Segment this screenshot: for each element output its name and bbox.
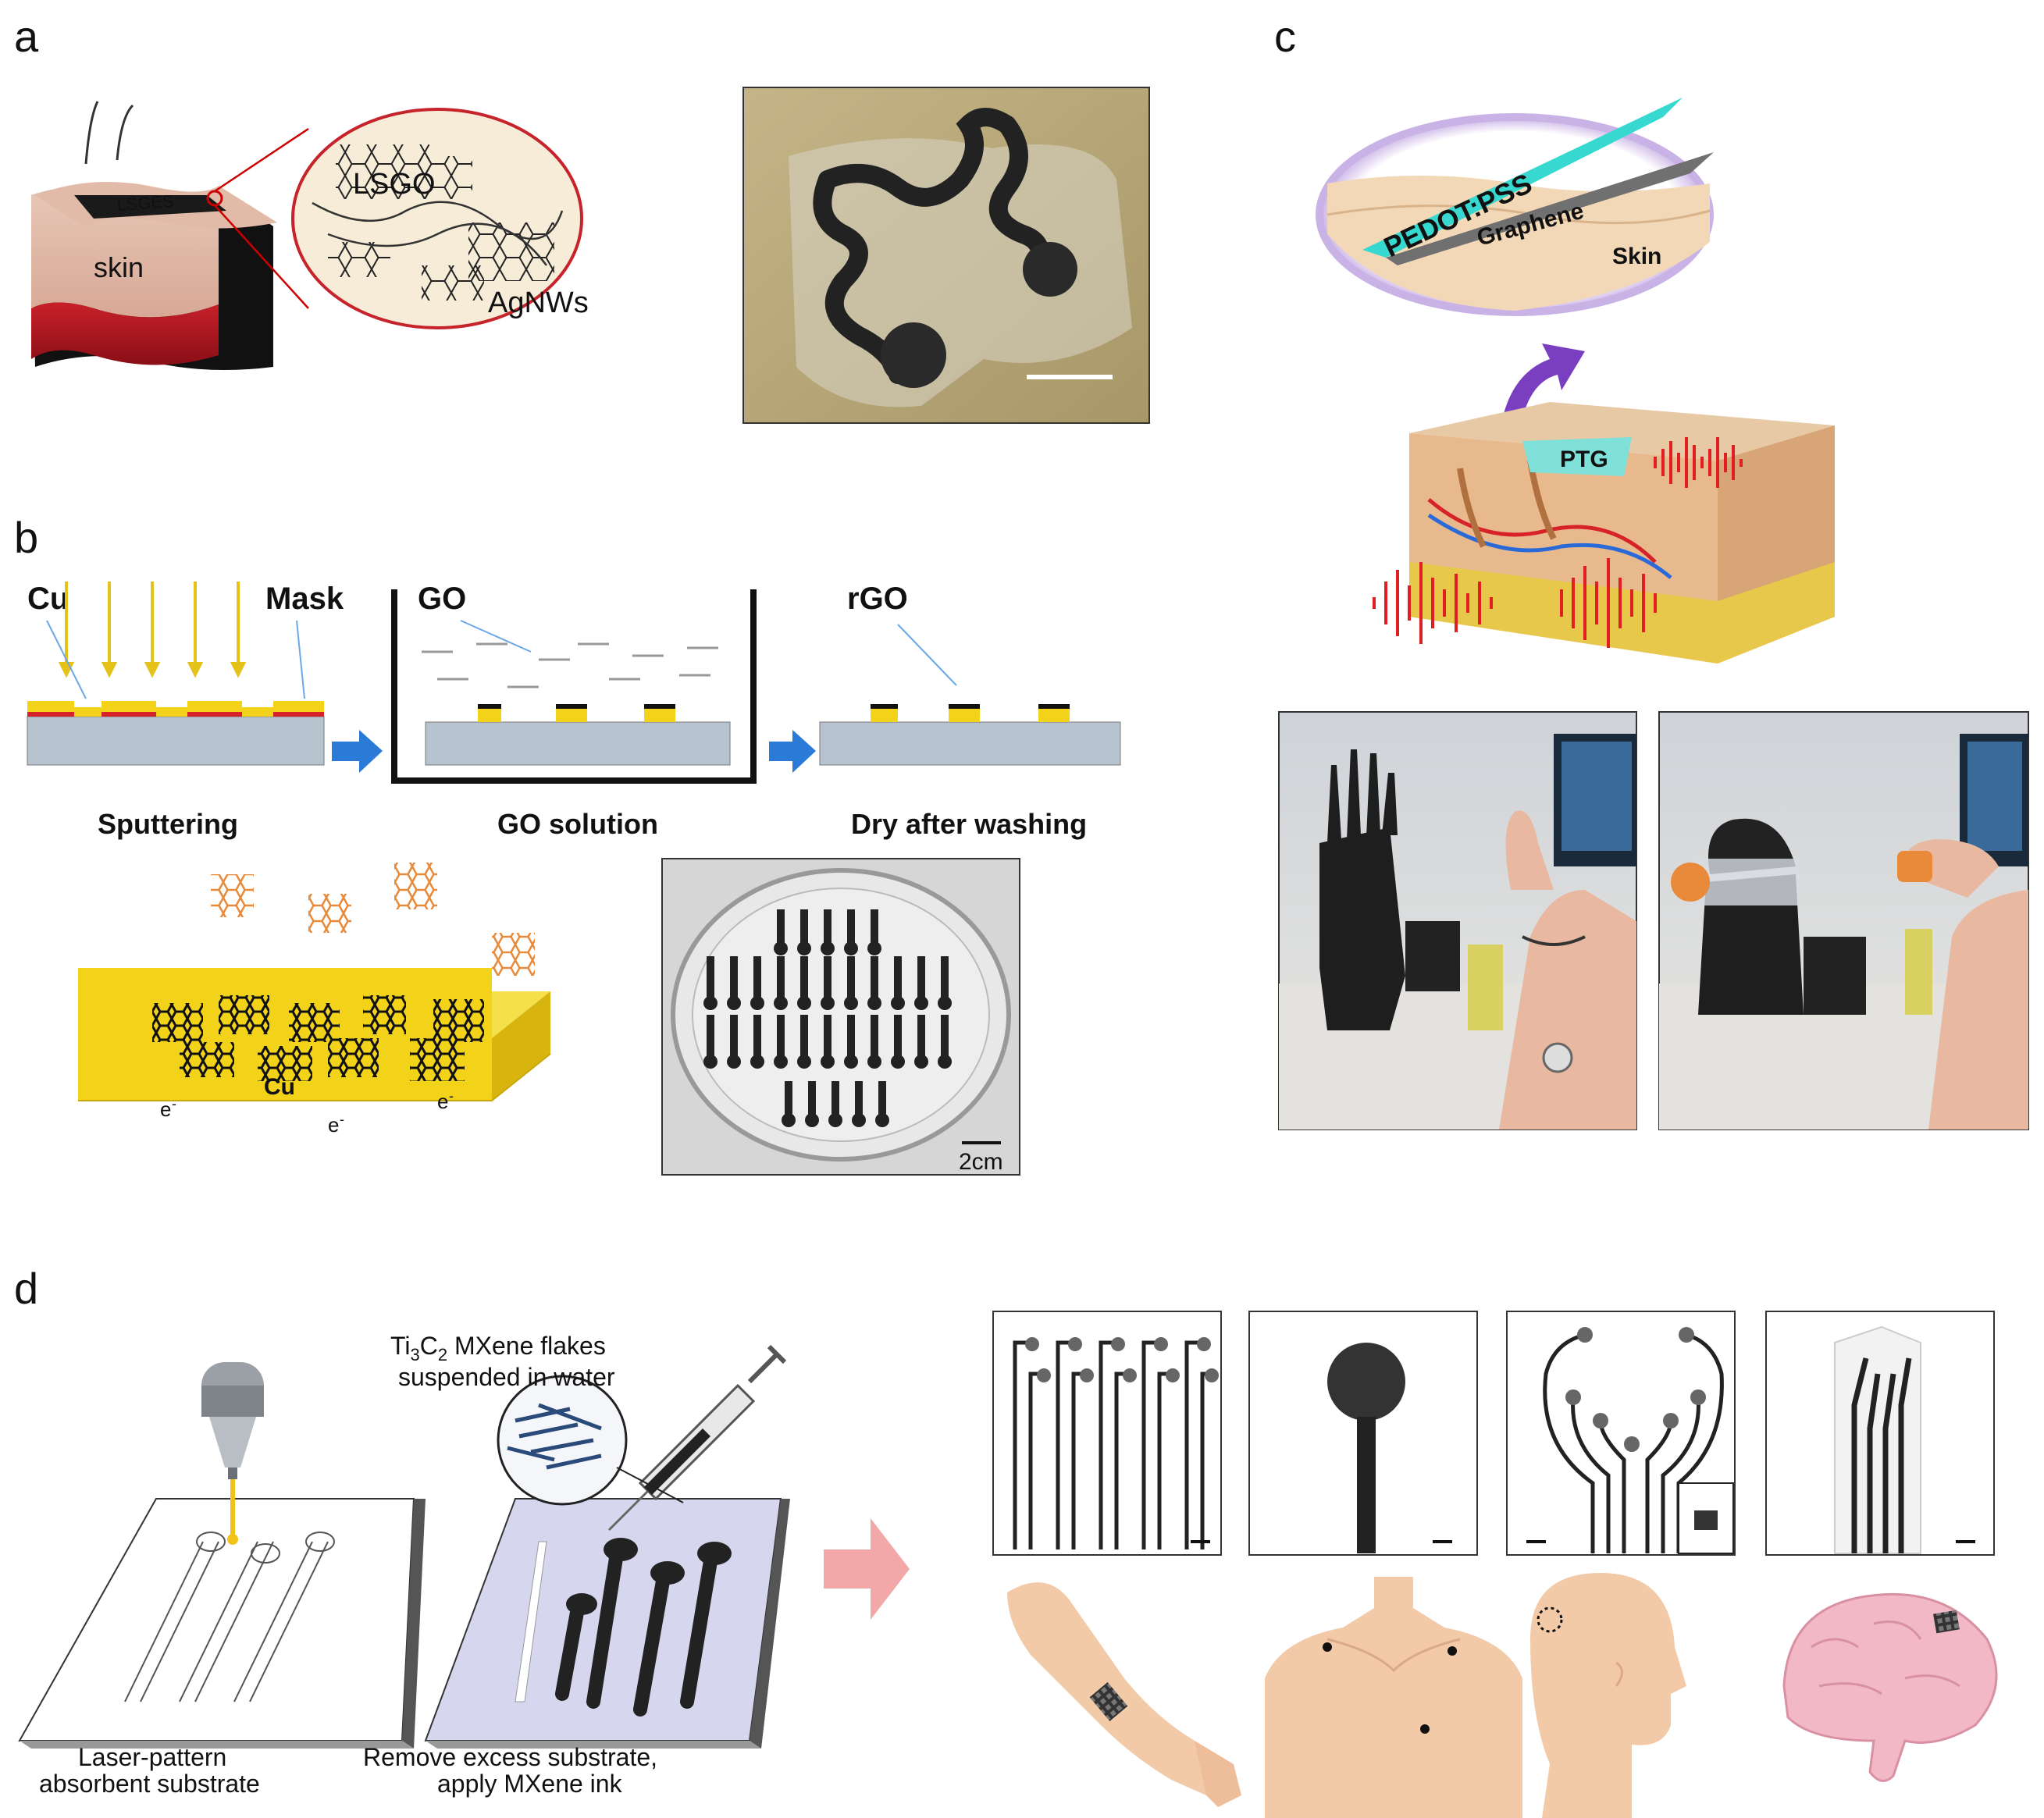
cu-label: Cu (27, 582, 69, 616)
sputtering-step: Cu Mask Sputtering (27, 582, 344, 840)
electron-symbol: e (160, 1098, 171, 1121)
scale-bar-a (1027, 375, 1113, 379)
head-illustration (1530, 1573, 1686, 1818)
dry-step: rGO Dry after washing (819, 582, 1121, 840)
skin-device-block: LSGES skin (31, 101, 309, 370)
arrow-right-icon (332, 730, 383, 773)
electron-charge: - (172, 1096, 176, 1112)
panel-a: a LSGES skin LSGO AgNWs (14, 12, 1150, 424)
arm-illustration (1007, 1582, 1241, 1807)
skin-label: skin (94, 251, 144, 283)
ink-label-line1: Ti3C2 MXene flakes (390, 1332, 606, 1364)
lsgo-label: LSGO (353, 168, 436, 201)
laser-nozzle-icon (201, 1362, 264, 1545)
arrow-right-icon (824, 1518, 910, 1620)
caption-mxene-line2: apply MXene ink (437, 1770, 623, 1798)
electron-symbol: e (328, 1113, 339, 1137)
zoom-ellipse: LSGO AgNWs (291, 108, 589, 329)
scale-bar-b (962, 1141, 1001, 1144)
electrode-array-photo-1 (992, 1311, 1222, 1556)
panel-b-label: b (14, 513, 38, 562)
mask-label: Mask (265, 582, 344, 616)
device-label: LSGES (116, 191, 175, 215)
robot-hand-photo-2 (1658, 711, 2029, 1130)
syringe-icon (607, 1344, 787, 1532)
go-solution-step: GO GO solution (391, 582, 757, 840)
go-label: GO (418, 582, 466, 616)
panel-d-label: d (14, 1264, 38, 1313)
caption-laser-line1: Laser-pattern (78, 1743, 226, 1771)
skin-interface-ellipse: PEDOT:PSS Graphene Skin (1316, 98, 1714, 316)
electron-charge: - (340, 1112, 344, 1127)
caption-mxene-line1: Remove excess substrate, (363, 1743, 657, 1771)
panel-c-label: c (1274, 12, 1296, 61)
electrode-single-photo (1248, 1311, 1478, 1556)
arrow-right-icon (769, 730, 816, 773)
skin-c-label: Skin (1612, 244, 1661, 269)
electron-charge: - (449, 1088, 454, 1104)
panel-a-label: a (14, 12, 39, 61)
panel-c: c PEDOT:PSS Graphene Skin PTG (1274, 12, 2029, 1130)
petri-dish-photo: 2cm (661, 858, 1020, 1176)
step-dry-label: Dry after washing (851, 808, 1087, 840)
brain-illustration (1782, 1592, 1998, 1782)
caption-laser-line2: absorbent substrate (39, 1770, 260, 1798)
rgo-label: rGO (847, 582, 908, 616)
cu-slab-label: Cu (264, 1074, 295, 1100)
ink-label-line2: suspended in water (398, 1363, 615, 1391)
laser-substrate: Laser-pattern absorbent substrate (18, 1362, 426, 1798)
mxene-substrate: Ti3C2 MXene flakes suspended in water Re… (363, 1332, 790, 1798)
step-sputtering-label: Sputtering (98, 808, 238, 840)
robot-hand-photo-1 (1278, 711, 1637, 1130)
skin-tissue-block: PTG (1373, 402, 1835, 664)
electrode-tip-photo (1765, 1311, 1995, 1556)
scale-label-b: 2cm (959, 1149, 1003, 1175)
ptg-label: PTG (1560, 446, 1608, 472)
step-go-solution-label: GO solution (497, 808, 658, 840)
electrode-ring-photo (1506, 1311, 1736, 1556)
cu-slab-illustration: e - e - e - Cu (78, 863, 551, 1137)
electrode-photo-a (742, 87, 1150, 424)
panel-d: d Laser-pattern absorbent substrate (14, 1264, 1998, 1818)
agnws-label: AgNWs (488, 286, 589, 319)
panel-b: b Cu Mask Sputtering (14, 513, 1121, 1176)
electron-symbol: e (437, 1090, 448, 1113)
torso-illustration (1265, 1577, 1522, 1818)
